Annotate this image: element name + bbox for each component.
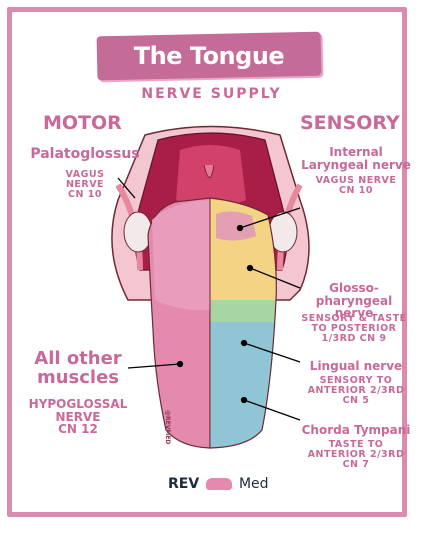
palatoglossus-nerve-word: VAGUS	[65, 169, 105, 180]
lingual-dot	[240, 339, 248, 347]
other-muscles-line2: muscles	[36, 366, 120, 388]
lingual-desc1: SENSORY TO	[319, 375, 393, 386]
hypoglossal-pointer	[127, 363, 181, 369]
revmed-logo: REV Med	[168, 476, 269, 492]
lingual-pointer	[243, 342, 301, 363]
glossopharyngeal-desc: SENSORY & TASTE TO POSTERIOR 1/3RD CN 9	[298, 314, 410, 344]
hypoglossal-cn: CN 12	[58, 422, 98, 437]
palatoglossus-pointer	[117, 177, 136, 199]
chorda-desc1: TASTE TO	[328, 439, 384, 450]
glossopharyngeal-name1: Glosso-	[329, 281, 379, 295]
internal-laryngeal-label: Internal Laryngeal nerve	[300, 146, 412, 171]
page-border	[7, 7, 407, 517]
chorda-desc3: CN 7	[342, 458, 370, 470]
glossopharyngeal-label: Glosso- pharyngeal nerve	[298, 282, 410, 320]
hypoglossal-line2: NERVE	[55, 409, 101, 424]
sensory-heading: SENSORY	[300, 112, 400, 134]
glossopharyngeal-name2: pharyngeal nerve	[315, 293, 393, 321]
transition-region	[210, 300, 276, 322]
glossopharyngeal-dot	[246, 264, 254, 272]
logo-med: Med	[238, 476, 269, 492]
motor-heading: MOTOR	[43, 112, 122, 134]
hypoglossal-dot	[176, 360, 184, 368]
lingual-desc2: ANTERIOR 2/3RD	[307, 384, 405, 396]
logo-car-icon	[206, 478, 233, 490]
internal-laryngeal-pointer	[239, 207, 301, 229]
page-subtitle: NERVE SUPPLY	[141, 86, 282, 102]
chorda-tympani-label: Chorda Tympani	[301, 423, 411, 437]
uvula	[203, 164, 215, 178]
glossopharyngeal-pointer	[249, 267, 301, 289]
internal-laryngeal-name1: Internal	[329, 145, 383, 159]
left-tonsil	[123, 211, 153, 253]
glossopharyngeal-desc3: 1/3RD CN 9	[321, 332, 387, 344]
chorda-tympani-desc: TASTE TO ANTERIOR 2/3RD CN 7	[300, 440, 412, 470]
other-muscles-line1: All other	[34, 348, 122, 369]
lingual-label: Lingual nerve	[309, 359, 403, 373]
hypoglossal-line1: HYPOGLOSSAL	[28, 397, 128, 411]
internal-laryngeal-name2: Laryngeal nerve	[301, 157, 411, 172]
chorda-desc2: ANTERIOR 2/3RD	[307, 448, 405, 460]
palatoglossus-cn: CN 10	[68, 188, 102, 200]
internal-laryngeal-nerve-name: VAGUS NERVE	[315, 175, 397, 186]
page-title: The Tongue	[133, 42, 285, 70]
internal-laryngeal-dot	[236, 224, 244, 232]
palatoglossus-nerve-word: NERVE	[65, 178, 105, 190]
palatoglossus-label: Palatoglossus	[30, 146, 140, 162]
tongue-right-outline	[209, 197, 277, 449]
left-lingual-tonsil-area	[152, 200, 210, 311]
glossopharyngeal-desc1: SENSORY & TASTE	[301, 313, 407, 324]
other-muscles-label: All other muscles	[28, 348, 128, 388]
watermark: @REVMED	[164, 410, 171, 444]
chorda-pointer	[243, 399, 301, 421]
internal-laryngeal-region	[216, 211, 256, 241]
internal-laryngeal-nerve: VAGUS NERVE CN 10	[302, 176, 410, 196]
internal-laryngeal-cn: CN 10	[339, 184, 373, 196]
lingual-desc3: CN 5	[342, 394, 370, 406]
lingual-chorda-region	[210, 322, 275, 448]
logo-rev: REV	[168, 476, 200, 492]
hypoglossal-nerve-label: HYPOGLOSSAL NERVE CN 12	[22, 398, 134, 436]
chorda-dot	[240, 396, 248, 404]
lingual-desc: SENSORY TO ANTERIOR 2/3RD CN 5	[300, 376, 412, 406]
glossopharyngeal-desc2: TO POSTERIOR	[311, 322, 397, 334]
